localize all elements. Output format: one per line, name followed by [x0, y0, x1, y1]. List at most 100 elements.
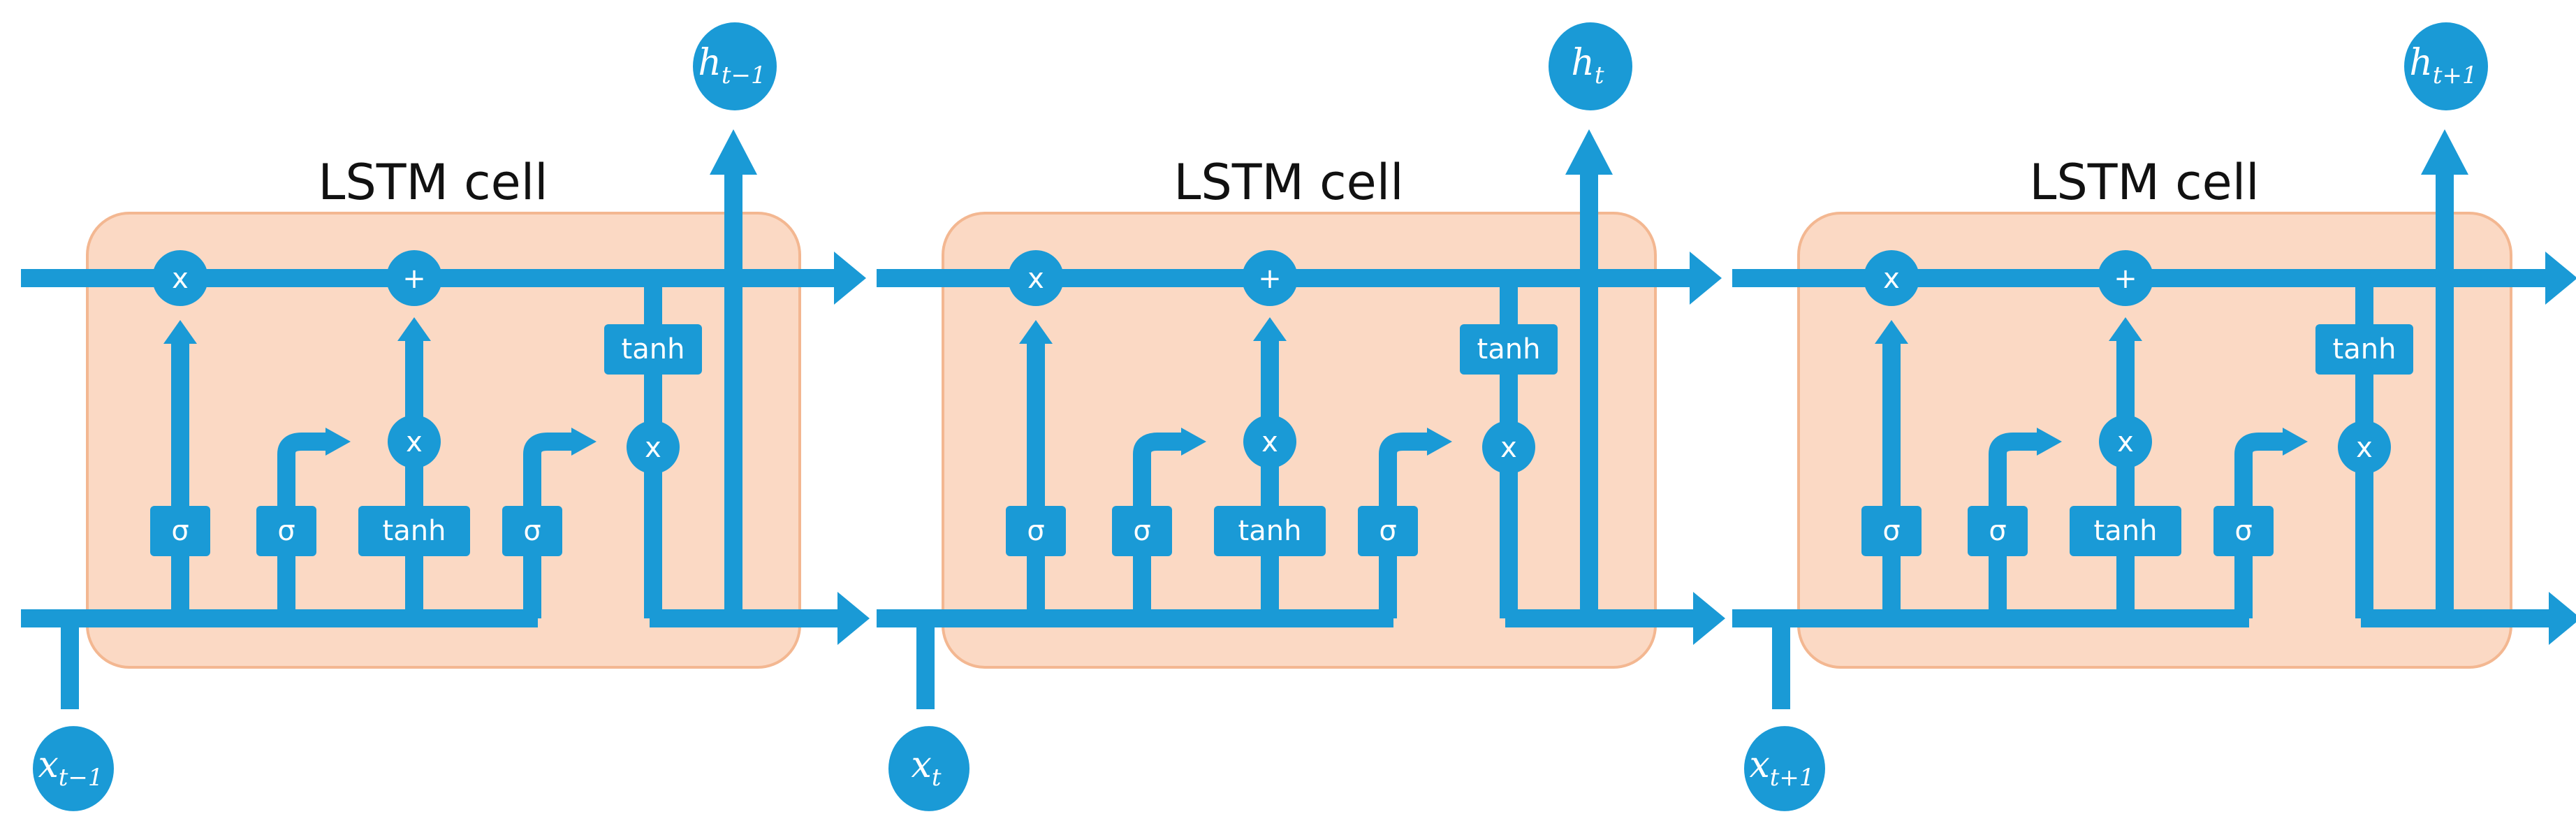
cell-tanh: [1460, 324, 1558, 375]
candidate-gate: [358, 506, 470, 556]
candidate-gate: [2070, 506, 2181, 556]
hidden-state-output-label: ht+1: [2409, 42, 2477, 89]
candidate-path-head: [2109, 317, 2142, 341]
hidden-state-output: [2404, 22, 2488, 110]
input-multiply-op: [1243, 415, 1296, 468]
hidden-state-output-subscript: t+1: [2433, 61, 2478, 89]
input-gate: [256, 506, 316, 556]
hidden-output-line-head: [837, 592, 870, 645]
cell-state-line-head: [1690, 252, 1722, 305]
cell-add-op: [2098, 250, 2153, 306]
input-vector-symbol: x: [912, 744, 932, 786]
forget-path-head: [1019, 320, 1053, 344]
output-gate-label: σ: [523, 515, 541, 547]
input-multiply-op: [388, 415, 441, 468]
cell-title: LSTM cell: [318, 154, 548, 211]
output-gate: [1358, 506, 1418, 556]
cell-title: LSTM cell: [2029, 154, 2259, 211]
input-vector-label: xt: [912, 744, 942, 792]
cell-title: LSTM cell: [1173, 154, 1403, 211]
cell-add-op-label: +: [402, 263, 426, 295]
cell-tanh: [2315, 324, 2413, 375]
cell-state-line-head: [834, 252, 866, 305]
output-multiply-op: [1482, 421, 1535, 474]
hidden-state-output: [1549, 22, 1632, 110]
cell-add-op: [386, 250, 442, 306]
output-gate-curve-path: [523, 433, 574, 618]
hidden-state-output-symbol: h: [1571, 42, 1595, 84]
cell-add-op-label: +: [2114, 263, 2137, 295]
hidden-state-output: [693, 22, 777, 110]
cell-tanh-label: tanh: [2333, 333, 2396, 365]
forget-multiply-op-label: x: [1883, 263, 1900, 295]
forget-multiply-op-label: x: [172, 263, 189, 295]
candidate-path-head: [1253, 317, 1287, 341]
cell-tanh-label: tanh: [1477, 333, 1541, 365]
forget-multiply-op: [1864, 250, 1919, 306]
input-multiply-op: [2099, 415, 2152, 468]
output-gate: [502, 506, 562, 556]
output-gate-label: σ: [2234, 515, 2252, 547]
forget-gate-label: σ: [1882, 515, 1900, 547]
h-output-head: [1565, 129, 1613, 175]
output-gate-curve-head: [571, 428, 597, 456]
input-gate: [1112, 506, 1172, 556]
output-multiply-op: [2338, 421, 2391, 474]
hidden-state-output-symbol: h: [2409, 42, 2433, 84]
input-multiply-op-label: x: [2117, 426, 2134, 458]
output-gate-curve-head: [1427, 428, 1452, 456]
output-multiply-op-label: x: [1500, 432, 1517, 464]
input-gate-label: σ: [1133, 515, 1150, 547]
input-multiply-op-label: x: [1261, 426, 1278, 458]
output-multiply-op-label: x: [2356, 432, 2373, 464]
forget-gate-label: σ: [171, 515, 189, 547]
input-gate-curve-path: [1133, 433, 1184, 618]
input-gate-label: σ: [277, 515, 295, 547]
input-vector: [33, 726, 114, 811]
forget-gate: [150, 506, 210, 556]
hidden-state-output-label: ht: [1571, 42, 1604, 89]
forget-gate-label: σ: [1027, 515, 1044, 547]
cell-tanh-label: tanh: [622, 333, 685, 365]
h-output-head: [2421, 129, 2468, 175]
candidate-gate-label: tanh: [1238, 515, 1302, 547]
output-gate-label: σ: [1379, 515, 1396, 547]
input-gate: [1968, 506, 2028, 556]
hidden-state-output-subscript: t: [1595, 61, 1604, 89]
candidate-gate: [1214, 506, 1326, 556]
hidden-state-output-label: ht−1: [698, 42, 766, 89]
output-gate-curve-path: [2234, 433, 2285, 618]
hidden-output-line-head: [1693, 592, 1725, 645]
input-gate-label: σ: [1989, 515, 2006, 547]
input-gate-curve-path: [1989, 433, 2040, 618]
forget-path-head: [1875, 320, 1908, 344]
output-gate-curve-path: [1379, 433, 1430, 618]
input-gate-curve-path: [277, 433, 328, 618]
output-gate-curve-head: [2283, 428, 2308, 456]
forget-multiply-op: [152, 250, 208, 306]
candidate-gate-label: tanh: [383, 515, 446, 547]
input-multiply-op-label: x: [406, 426, 423, 458]
input-gate-curve-head: [1181, 428, 1206, 456]
cell-add-op-label: +: [1258, 263, 1282, 295]
input-vector-subscript: t+1: [1770, 764, 1815, 792]
input-vector: [888, 726, 969, 811]
cell-add-op: [1242, 250, 1298, 306]
output-multiply-op: [627, 421, 680, 474]
cell-tanh: [604, 324, 702, 375]
input-vector-symbol: x: [1749, 744, 1769, 786]
output-gate: [2213, 506, 2274, 556]
forget-multiply-op: [1008, 250, 1064, 306]
hidden-output-line-head: [2549, 592, 2576, 645]
output-multiply-op-label: x: [645, 432, 661, 464]
input-gate-curve-head: [325, 428, 351, 456]
forget-path-head: [163, 320, 197, 344]
hidden-state-output-subscript: t−1: [722, 61, 766, 89]
candidate-path-head: [397, 317, 431, 341]
input-vector-subscript: t−1: [59, 764, 103, 792]
input-vector-label: xt+1: [1749, 744, 1814, 792]
forget-gate: [1861, 506, 1922, 556]
